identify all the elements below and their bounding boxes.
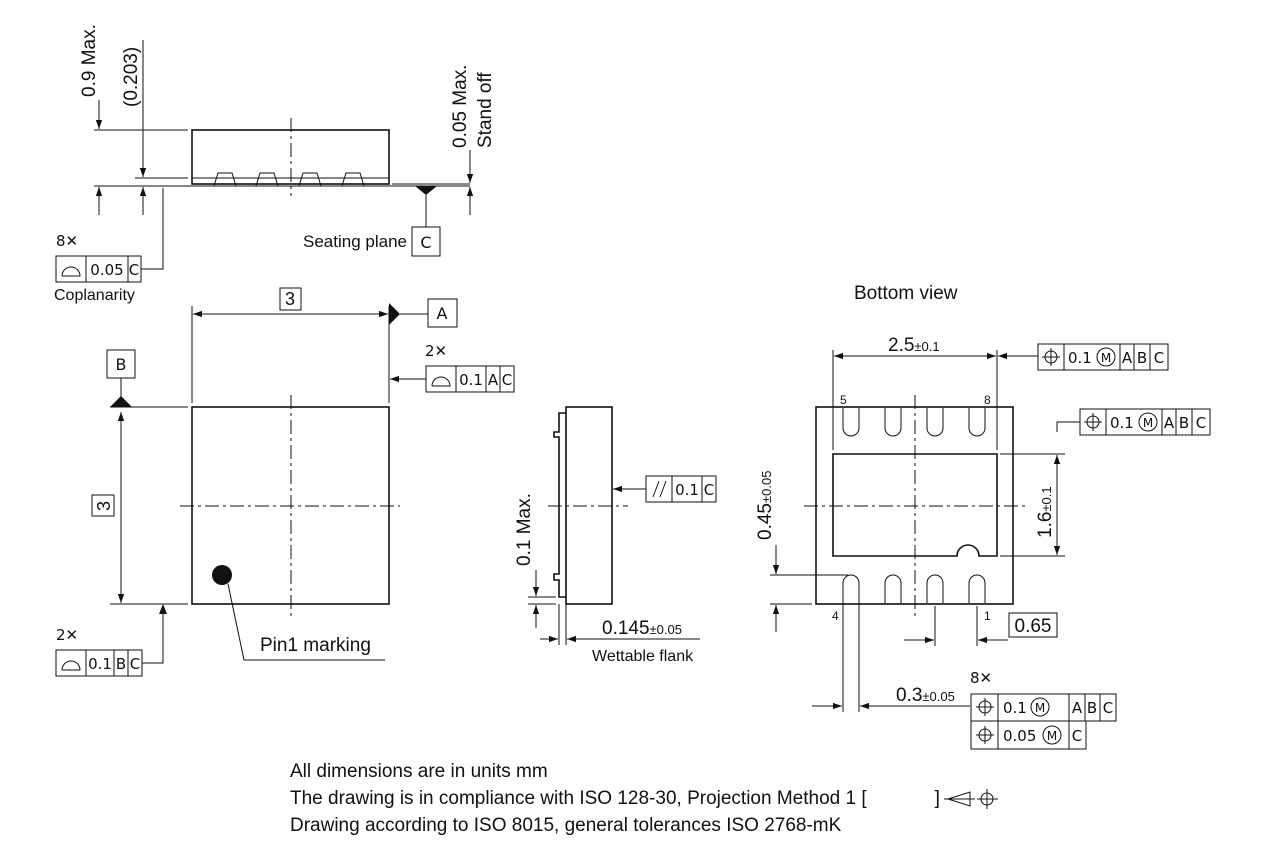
bottom-width-label: 2.5±0.1: [888, 335, 940, 356]
svg-text:C: C: [1103, 699, 1113, 717]
svg-text:2✕: 2✕: [425, 342, 447, 360]
svg-text:8✕: 8✕: [970, 669, 992, 687]
top-left-fcf: 0.1 B C: [55, 649, 143, 677]
parallel-fcf: 0.1 C: [645, 475, 717, 503]
profile-surface-icon: [431, 376, 451, 387]
svg-text:B: B: [1137, 349, 1147, 367]
svg-text:B: B: [1179, 414, 1189, 432]
svg-text:C: C: [704, 481, 714, 499]
svg-text:A: A: [488, 371, 499, 389]
exposed-pad: [832, 453, 998, 557]
svg-text:C: C: [502, 371, 512, 389]
svg-text:C: C: [1196, 414, 1206, 432]
pitch-value: 0.65: [1015, 616, 1052, 637]
datum-b-letter: B: [116, 355, 127, 374]
svg-text:C: C: [1154, 349, 1164, 367]
pin1-marking-label: Pin1 marking: [260, 635, 371, 656]
svg-text:0.1: 0.1: [1003, 699, 1027, 717]
svg-text:C: C: [130, 655, 140, 673]
height-ref-label: (0.203): [121, 47, 142, 107]
bottom-view: Bottom view 5 8 4 1 2.5±0.1: [755, 283, 1211, 750]
svg-text:0.1: 0.1: [459, 371, 483, 389]
pin5-label: 5: [840, 393, 847, 407]
seating-plane-label: Seating plane: [303, 232, 407, 251]
svg-text:B: B: [1087, 699, 1097, 717]
svg-text:A: A: [1072, 699, 1083, 717]
svg-text:0.1: 0.1: [675, 481, 699, 499]
flank-view: 0.1 C 0.1 Max. 0.145±0.05 Wettable flank: [514, 406, 717, 665]
pin-length-label: 0.45±0.05: [755, 471, 776, 540]
pin1-dot: [212, 565, 232, 585]
svg-text:C: C: [1072, 727, 1082, 745]
top-width-value: 3: [285, 289, 295, 309]
bottom-pads: [842, 574, 986, 603]
standoff-value: 0.05 Max.: [450, 65, 471, 148]
bottom-fcf-4: 0.05 M C: [970, 720, 1087, 750]
pin4-label: 4: [832, 609, 839, 623]
bottom-fcf-1: 0.1 M A B C: [1037, 343, 1169, 371]
datum-c-box: [411, 226, 441, 257]
standoff-label: Stand off: [475, 72, 496, 148]
svg-text:0.1: 0.1: [1110, 414, 1134, 432]
svg-text:M: M: [1035, 701, 1045, 715]
profile-surface-icon: [61, 660, 81, 671]
height-max-label: 0.9 Max.: [79, 24, 100, 97]
parallelism-icon: [652, 480, 660, 498]
bottom-fcf-2: 0.1 M A B C: [1079, 408, 1211, 436]
datum-b-triangle: [110, 396, 132, 407]
svg-text:M: M: [1143, 416, 1153, 430]
svg-text:A: A: [1164, 414, 1175, 432]
pin-width-label: 0.3±0.05: [896, 685, 955, 706]
svg-text:M: M: [1047, 729, 1057, 743]
datum-c-letter: C: [420, 233, 431, 252]
pin1-label: 1: [984, 609, 991, 623]
side-view: 0.9 Max. (0.203) 0.05 Max. Stand off C S…: [54, 24, 496, 304]
note-projection: The drawing is in compliance with ISO 12…: [290, 788, 940, 809]
side-view-leads: [213, 172, 365, 187]
pin8-label: 8: [984, 393, 991, 407]
svg-text:0.1: 0.1: [1068, 349, 1092, 367]
svg-text:0.1: 0.1: [88, 655, 112, 673]
svg-text:0.05: 0.05: [90, 261, 123, 279]
svg-text:2✕: 2✕: [56, 626, 78, 644]
top-view: 3 A 2✕ 0.1 A C B 3 2✕: [55, 287, 515, 677]
top-pads: [842, 408, 986, 437]
svg-text:C: C: [129, 261, 139, 279]
bottom-view-title: Bottom view: [854, 283, 958, 304]
flank-width-label: 0.145±0.05: [602, 618, 682, 639]
note-units: All dimensions are in units mm: [290, 761, 548, 782]
svg-text:B: B: [116, 655, 126, 673]
svg-text:A: A: [1122, 349, 1133, 367]
note-tolerances: Drawing according to ISO 8015, general t…: [290, 815, 842, 836]
projection-method-icon: [944, 789, 998, 809]
datum-a-triangle: [389, 303, 400, 325]
flank-thickness-label: 0.1 Max.: [514, 493, 535, 566]
datum-a-letter: A: [437, 304, 448, 323]
bottom-fcf-3: 0.1 M A B C: [970, 693, 1117, 722]
wettable-flank-label: Wettable flank: [592, 648, 694, 665]
svg-text:M: M: [1101, 351, 1111, 365]
pad-height-label: 1.6±0.1: [1035, 486, 1056, 538]
coplanarity-count: 8✕: [56, 232, 78, 250]
coplanarity-fcf: 0.05 C: [55, 255, 142, 283]
profile-surface-icon: [61, 266, 81, 277]
coplanarity-label: Coplanarity: [54, 287, 135, 304]
top-height-value: 3: [94, 501, 114, 511]
top-right-fcf: 0.1 A C: [425, 365, 515, 393]
svg-text:0.05: 0.05: [1003, 727, 1036, 745]
seating-plane-datum-triangle: [415, 186, 437, 195]
